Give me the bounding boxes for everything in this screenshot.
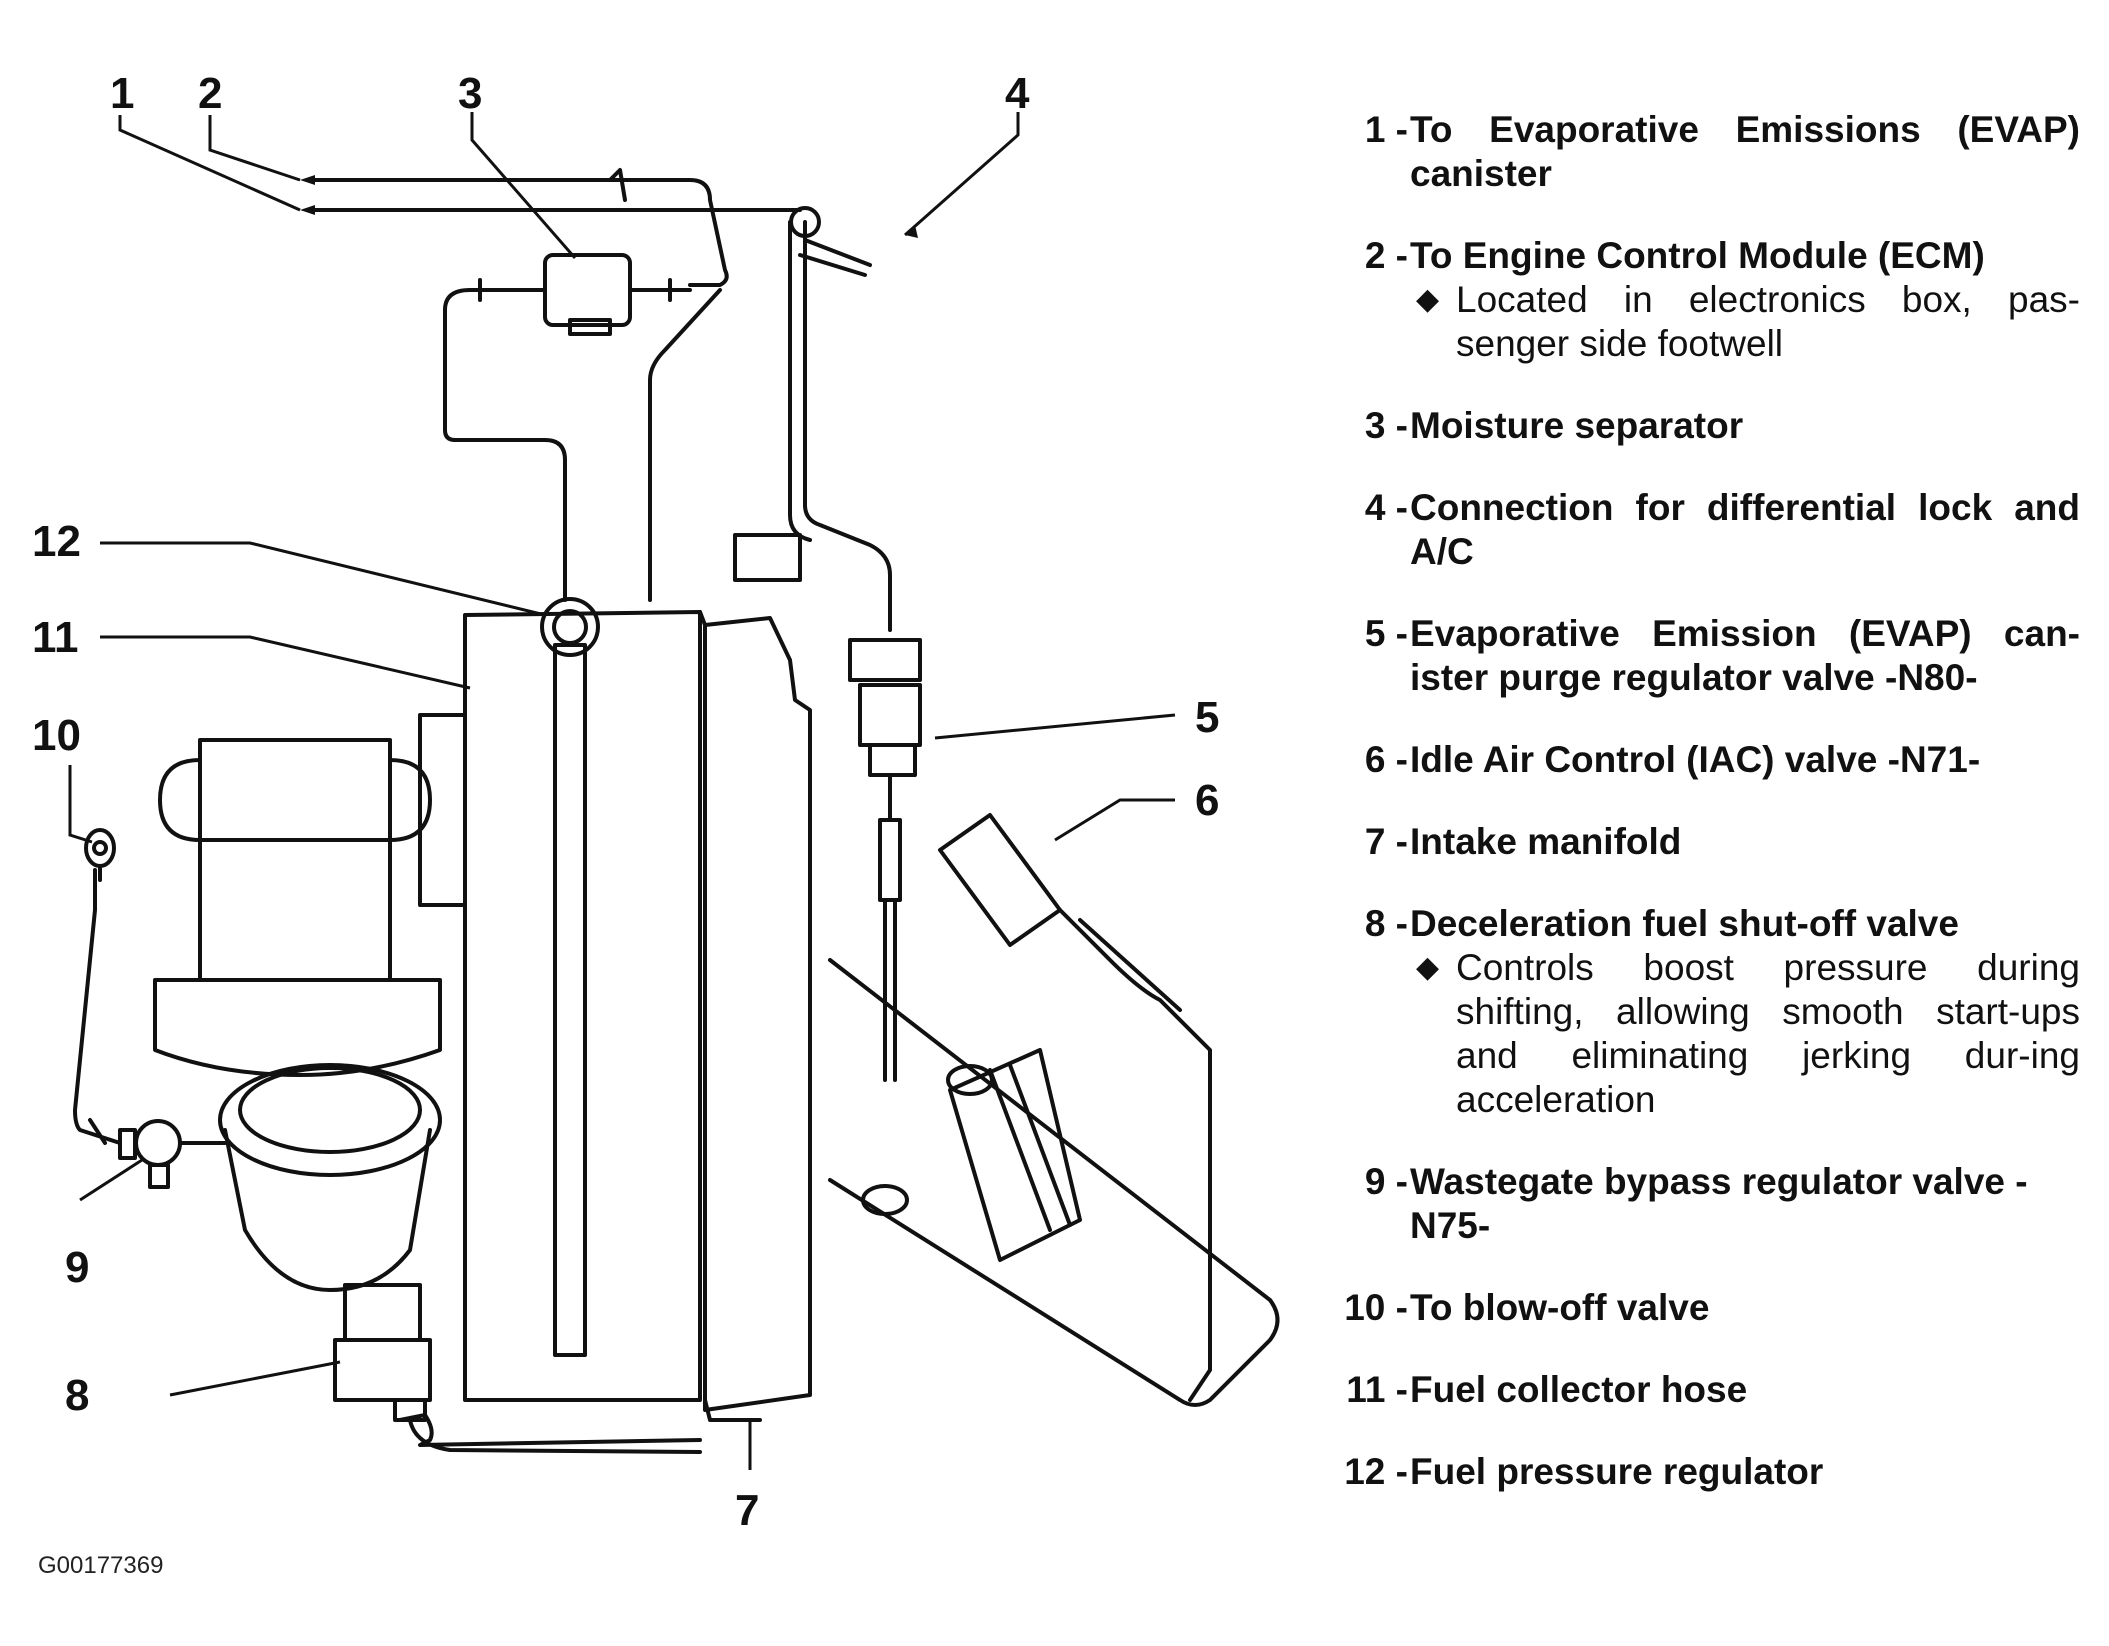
legend-number: 4 - [1364,487,1408,528]
legend-item: 1 - To Evaporative Emissions (EVAP) cani… [1320,108,2080,196]
diamond-bullet-icon: ◆ [1416,951,1440,984]
moisture-separator [543,253,632,327]
legend-item: 6 - Idle Air Control (IAC) valve -N71- [1320,738,2080,782]
legend-text: Evaporative Emission (EVAP) can-ister pu… [1410,613,2080,698]
callout-7: 7 [735,1486,759,1535]
legend-item: 10 - To blow-off valve [1320,1286,2080,1330]
legend-number: 2 - [1364,235,1408,276]
legend-text: Fuel pressure regulator [1410,1451,1824,1492]
diamond-bullet-icon: ◆ [1416,283,1440,316]
evap-purge-valve [733,533,802,582]
legend-number: 1 - [1364,109,1408,150]
callout-2: 2 [198,69,222,118]
legend-number: 9 - [1364,1161,1408,1202]
legend-item: 8 - Deceleration fuel shut-off valve ◆ C… [1320,902,2080,1122]
legend-item: 12 - Fuel pressure regulator [1320,1450,2080,1494]
legend-number: 6 - [1364,739,1408,780]
callout-12: 12 [32,517,81,566]
legend-number: 7 - [1364,821,1408,862]
blow-off-fitting [84,828,116,868]
legend-item: 3 - Moisture separator [1320,404,2080,448]
legend-number: 3 - [1364,405,1408,446]
callout-10: 10 [32,711,81,760]
legend-item: 5 - Evaporative Emission (EVAP) can-iste… [1320,612,2080,700]
callout-9: 9 [65,1243,89,1292]
legend-text: Wastegate bypass regulator valve -N75- [1410,1161,2028,1246]
legend-item: 7 - Intake manifold [1320,820,2080,864]
legend-note-text: Controls boost pressure during shifting,… [1456,947,2080,1120]
decel-shutoff-valve [343,1283,422,1342]
callout-5: 5 [1195,693,1219,742]
callout-4: 4 [1005,69,1030,118]
figure-id: G00177369 [38,1552,164,1579]
throttle-body [198,738,392,982]
legend-number: 11 - [1346,1369,1408,1410]
callout-1: 1 [110,69,134,118]
component-diagram: 1 2 3 4 5 6 7 8 9 10 11 12 [32,69,1280,1535]
callout-3: 3 [458,69,482,118]
legend: 1 - To Evaporative Emissions (EVAP) cani… [1320,108,2080,1532]
callout-8: 8 [65,1371,89,1420]
intake-manifold-side [703,616,812,1412]
legend-number: 10 - [1344,1287,1408,1328]
fuel-pressure-regulator [540,597,600,657]
legend-item: 11 - Fuel collector hose [1320,1368,2080,1412]
wastegate-valve [134,1119,182,1167]
legend-text: Connection for differential lock and A/C [1410,487,2080,572]
legend-text: Fuel collector hose [1410,1369,1748,1410]
legend-text: To Engine Control Module (ECM) [1410,235,1985,276]
legend-note: ◆ Controls boost pressure during shiftin… [1410,946,2080,1122]
legend-text: Idle Air Control (IAC) valve -N71- [1410,739,1981,780]
legend-note-text: Located in electronics box, pas-senger s… [1456,279,2080,364]
iac-valve [938,813,1062,947]
legend-item: 2 - To Engine Control Module (ECM) ◆ Loc… [1320,234,2080,366]
legend-item: 9 - Wastegate bypass regulator valve -N7… [1320,1160,2080,1248]
legend-text: To Evaporative Emissions (EVAP) canister [1410,109,2080,194]
fuel-collector-hose [553,643,587,1357]
legend-number: 5 - [1364,613,1408,654]
legend-number: 12 - [1344,1451,1408,1492]
legend-text: To blow-off valve [1410,1287,1710,1328]
callout-6: 6 [1195,776,1219,825]
callout-11: 11 [32,613,79,662]
legend-text: Intake manifold [1410,821,1682,862]
legend-note: ◆ Located in electronics box, pas-senger… [1410,278,2080,366]
legend-number: 8 - [1364,903,1408,944]
legend-text: Deceleration fuel shut-off valve [1410,903,1959,944]
intake-manifold-body [463,610,702,1402]
legend-text: Moisture separator [1410,405,1744,446]
legend-item: 4 - Connection for differential lock and… [1320,486,2080,574]
